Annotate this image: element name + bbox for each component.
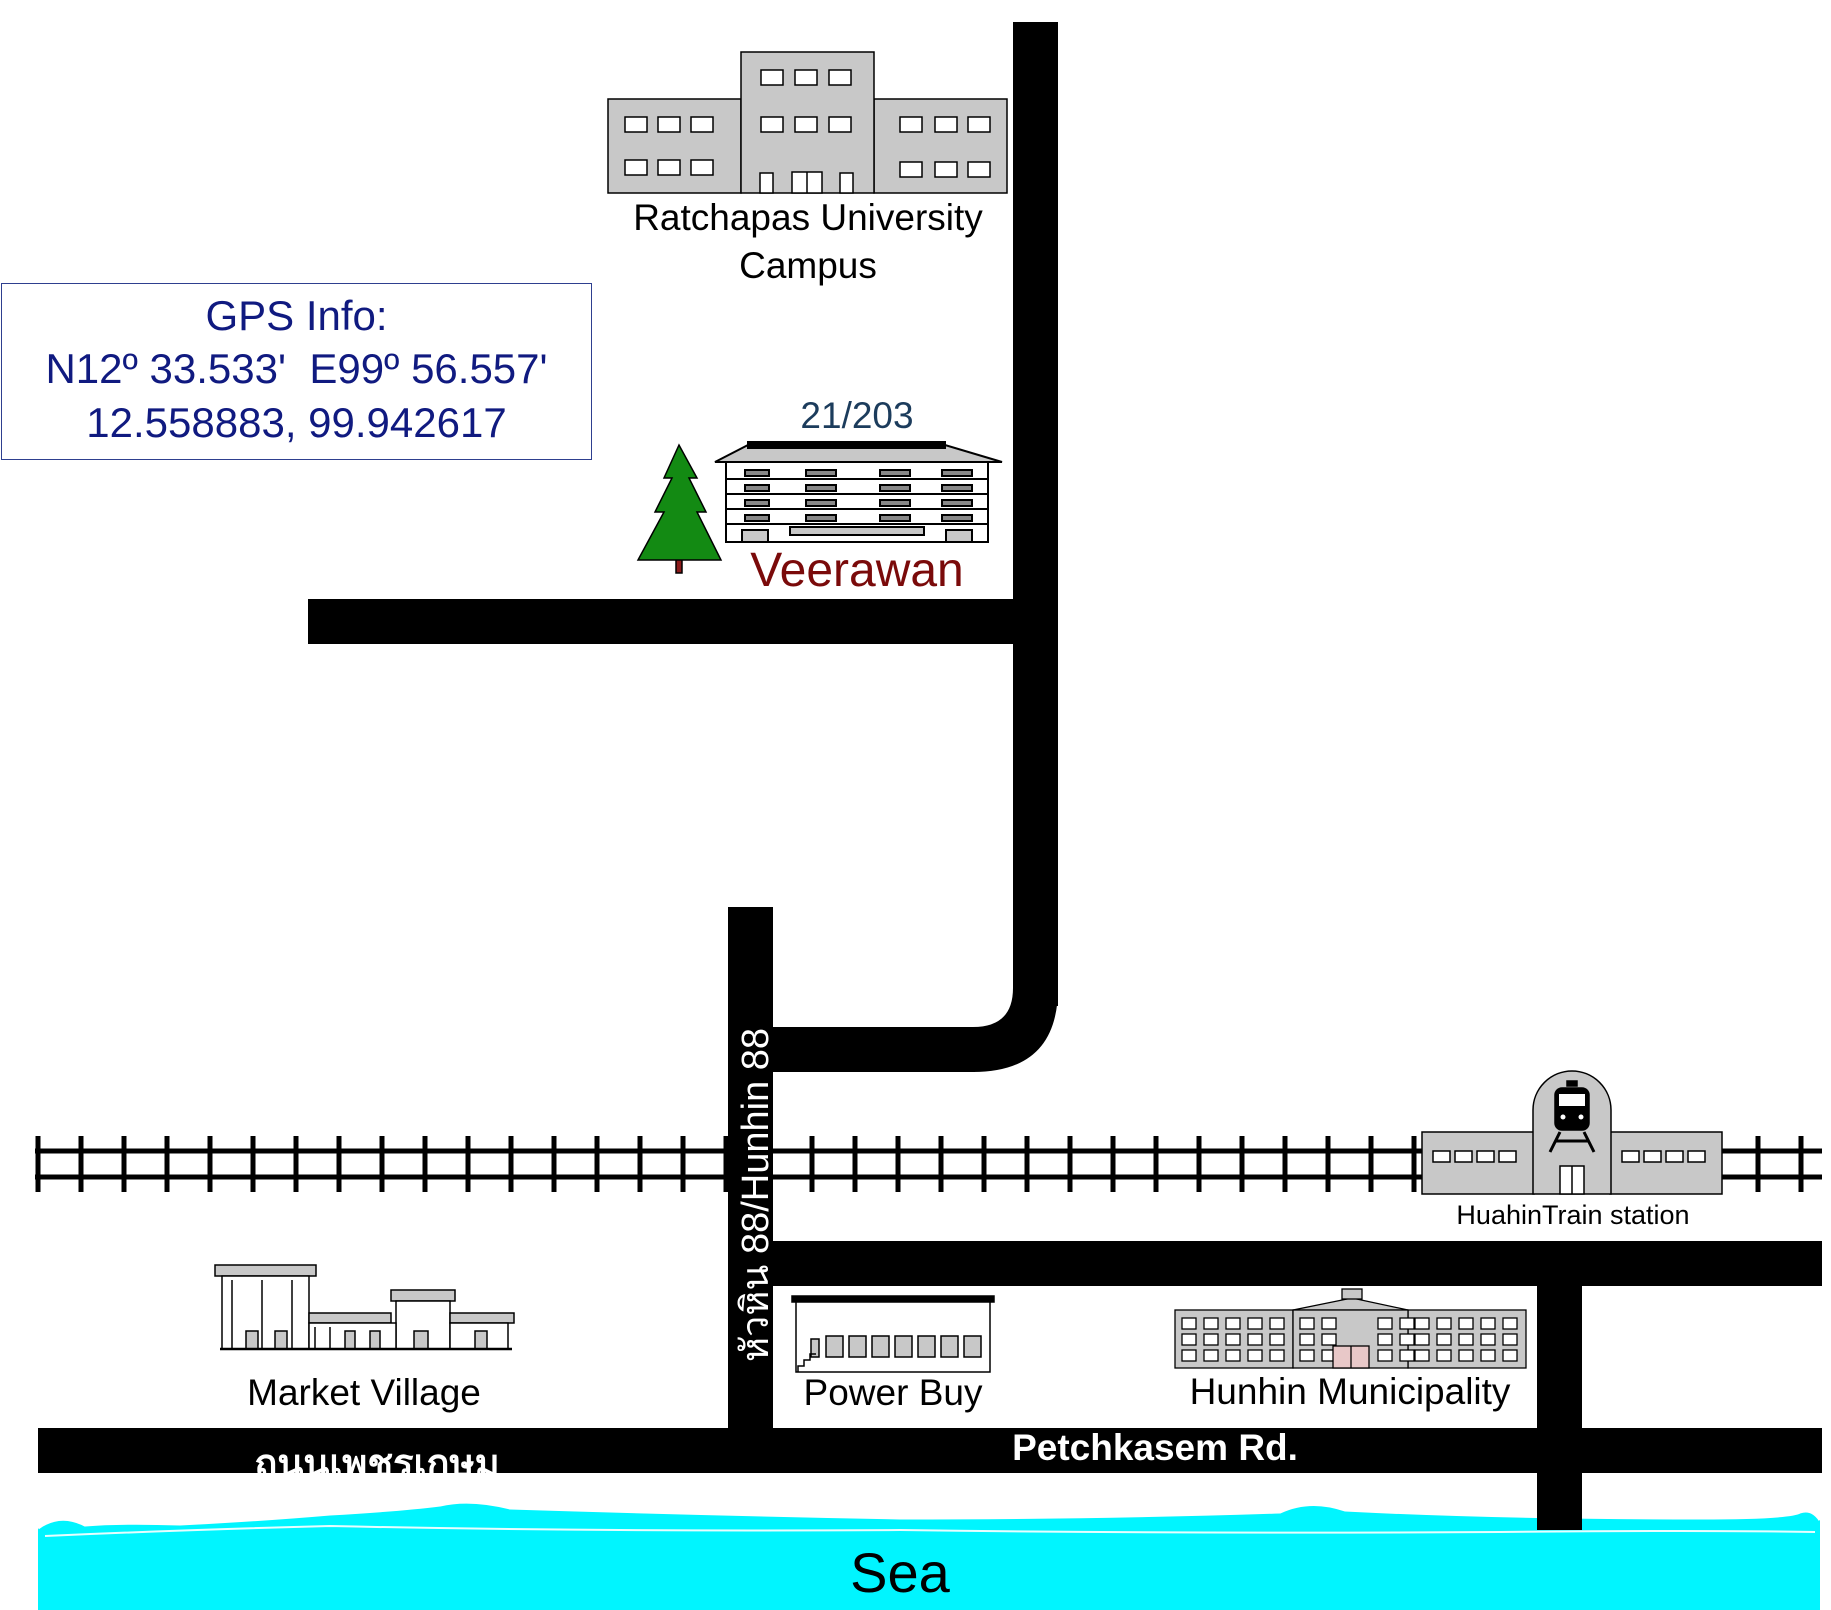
train-station-icon xyxy=(1421,1070,1723,1195)
market-village-shop-icon xyxy=(214,1264,515,1351)
road-to-soi xyxy=(773,1027,975,1072)
municipality-window xyxy=(1203,1317,1219,1330)
municipality-window xyxy=(1203,1349,1219,1362)
municipality-window xyxy=(1399,1317,1415,1330)
veerawan-lane xyxy=(308,599,1014,644)
municipality-window xyxy=(1377,1317,1393,1330)
veerawan-address: 21/203 xyxy=(800,395,914,436)
train-station-label: HuahinTrain station xyxy=(1456,1200,1690,1230)
municipality-window xyxy=(1181,1317,1197,1330)
municipality-window xyxy=(1247,1349,1263,1362)
municipality-window xyxy=(1299,1333,1315,1346)
municipality-window xyxy=(1458,1349,1474,1362)
municipality-window xyxy=(1399,1349,1415,1362)
municipality-window xyxy=(1269,1349,1285,1362)
municipality-window xyxy=(1399,1333,1415,1346)
municipality-window xyxy=(1225,1317,1241,1330)
municipality-window xyxy=(1321,1317,1337,1330)
municipality-label: Hunhin Municipality xyxy=(1189,1371,1511,1412)
municipality-government-building-icon xyxy=(1174,1288,1527,1369)
municipality-window xyxy=(1247,1317,1263,1330)
municipality-window xyxy=(1299,1349,1315,1362)
municipality-window xyxy=(1502,1333,1518,1346)
sea-area xyxy=(37,1500,1822,1610)
station-road xyxy=(773,1241,1822,1286)
sea-label: Sea xyxy=(850,1541,950,1604)
municipality-window xyxy=(1502,1349,1518,1362)
power-buy-label: Power Buy xyxy=(803,1372,983,1413)
municipality-window xyxy=(1436,1349,1452,1362)
municipality-window xyxy=(1480,1333,1496,1346)
market-village-label: Market Village xyxy=(247,1372,481,1413)
municipality-window xyxy=(1299,1317,1315,1330)
municipality-window xyxy=(1502,1317,1518,1330)
university-label: Ratchapas University Campus xyxy=(633,194,983,290)
main-road-thai-label: ถนนเพชรเกษม xyxy=(254,1443,500,1485)
municipality-window xyxy=(1203,1333,1219,1346)
soi-hunhin-88 xyxy=(728,907,773,1470)
municipality-window xyxy=(1436,1317,1452,1330)
municipality-window xyxy=(1269,1333,1285,1346)
municipality-window xyxy=(1414,1317,1430,1330)
power-buy-store-icon xyxy=(791,1295,995,1373)
municipality-window xyxy=(1414,1333,1430,1346)
roads xyxy=(38,22,1822,1530)
university-label-line2: Campus xyxy=(739,245,877,286)
municipality-window xyxy=(1225,1349,1241,1362)
main-road-english-label: Petchkasem Rd. xyxy=(1012,1427,1298,1468)
gps-info-box: GPS Info: N12º 33.533' E99º 56.557' 12.5… xyxy=(1,283,592,460)
municipality-window xyxy=(1181,1333,1197,1346)
municipality-window xyxy=(1458,1317,1474,1330)
municipality-window xyxy=(1225,1333,1241,1346)
soi-hunhin-88-label: หัวหิน 88/Hunhin 88 xyxy=(735,1028,777,1362)
municipality-window xyxy=(1377,1333,1393,1346)
petchkasem-road xyxy=(38,1428,1822,1473)
gps-decimal-coordinates: 12.558883, 99.942617 xyxy=(86,399,507,446)
municipality-window xyxy=(1247,1333,1263,1346)
municipality-window xyxy=(1269,1317,1285,1330)
university-building-icon xyxy=(607,51,1008,194)
municipality-window xyxy=(1480,1349,1496,1362)
university-label-line1: Ratchapas University xyxy=(633,197,983,238)
gps-dms-coordinates: N12º 33.533' E99º 56.557' xyxy=(45,345,548,392)
municipality-window xyxy=(1181,1349,1197,1362)
municipality-window xyxy=(1377,1349,1393,1362)
municipality-window xyxy=(1414,1349,1430,1362)
veerawan-apartment-icon xyxy=(714,441,1003,543)
municipality-road xyxy=(1537,1284,1582,1530)
road-curve xyxy=(973,988,1058,1072)
municipality-window xyxy=(1480,1317,1496,1330)
gps-title: GPS Info: xyxy=(205,292,388,339)
municipality-window xyxy=(1436,1333,1452,1346)
veerawan-name: Veerawan xyxy=(750,544,964,597)
municipality-window xyxy=(1458,1333,1474,1346)
pine-tree-icon xyxy=(636,443,723,574)
main-north-road xyxy=(1013,22,1058,1006)
municipality-window xyxy=(1321,1333,1337,1346)
